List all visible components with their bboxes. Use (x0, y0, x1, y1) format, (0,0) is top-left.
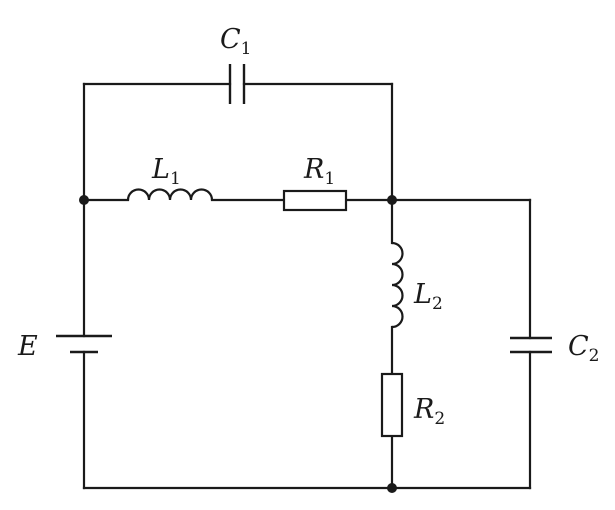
wires (82, 82, 532, 490)
resistor-r1 (282, 189, 348, 212)
capacitor-c1 (228, 64, 246, 104)
inductor-l2 (391, 241, 404, 329)
junction-left (79, 195, 89, 205)
resistor-r2 (380, 372, 404, 438)
battery-e (56, 334, 112, 354)
inductor-l1 (126, 188, 214, 201)
label-e: E (17, 331, 38, 362)
label-l1: L1 (151, 154, 181, 189)
label-r1: R1 (303, 154, 335, 189)
junction-bottom (387, 483, 397, 493)
label-c2: C2 (568, 331, 600, 366)
junction-center (387, 195, 397, 205)
label-c1: C1 (220, 24, 252, 59)
capacitor-c2 (510, 336, 552, 354)
junctions (79, 195, 397, 493)
label-r2: R2 (413, 394, 445, 429)
label-l2: L2 (413, 279, 443, 314)
